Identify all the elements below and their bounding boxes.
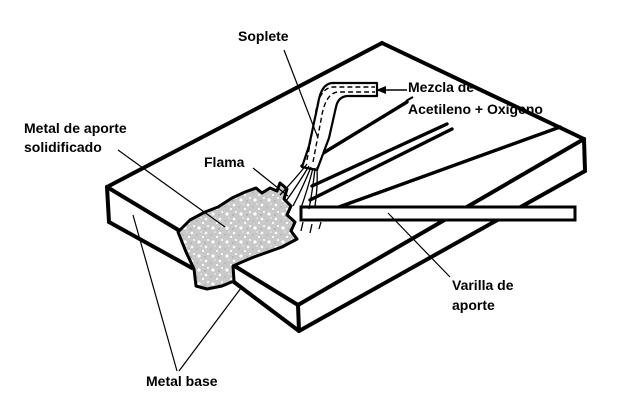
molten-drip-3 — [318, 221, 322, 230]
plate-front-right-face — [298, 139, 585, 331]
filler-rod — [299, 205, 577, 222]
plate-edge-front-left-a — [105, 185, 182, 233]
groove-line-2 — [310, 122, 449, 188]
stray-accent-mark — [405, 96, 414, 102]
flame-line-6 — [314, 166, 318, 207]
plate-edge-right-vertical — [582, 137, 587, 173]
weld-bead — [176, 181, 299, 291]
label-soplete: Soplete — [238, 28, 289, 44]
flame-line-3 — [292, 166, 312, 207]
molten-drip-1 — [300, 221, 304, 232]
label-mezcla-line2: Acetileno + Oxígeno — [408, 101, 543, 117]
soplete-leader-line — [283, 49, 319, 139]
plate-edge-left-vertical — [105, 185, 111, 224]
torch-dashed-line-2 — [312, 91, 375, 163]
label-varilla-line2: aporte — [452, 297, 495, 313]
flame-line-5 — [308, 167, 316, 210]
plate-edge-bottom-left-b — [232, 280, 301, 333]
plate-edge-back-right — [380, 41, 586, 141]
torch — [300, 81, 379, 172]
groove-line-4 — [312, 125, 562, 218]
label-mezcla-line1: Mezcla de — [408, 79, 474, 95]
arrow-left-icon — [376, 86, 386, 94]
flama-leader-line — [252, 167, 289, 197]
metal-aporte-leader-line — [117, 149, 226, 228]
plate-edge-front-vertical — [296, 303, 301, 333]
plate-edges — [105, 41, 587, 333]
flame-line-2 — [285, 165, 310, 202]
label-metal-aporte-line1: Metal de aporte — [24, 120, 127, 136]
flame-line-4 — [300, 167, 314, 209]
plate-edge-back-left — [105, 41, 384, 189]
torch-dashed-line-1 — [306, 86, 375, 161]
metal-base-leader-line-1 — [132, 214, 178, 372]
groove-line-3 — [308, 127, 454, 202]
diagram-labels: Soplete Mezcla de Acetileno + Oxígeno Me… — [24, 28, 543, 389]
label-varilla-line1: Varilla de — [452, 277, 514, 293]
plate-edge-front-left-b — [231, 263, 300, 307]
plate-edge-front-right — [296, 137, 586, 307]
metal-base-leader-line-2 — [178, 287, 242, 372]
varilla-leader-line — [387, 212, 451, 278]
label-metal-base: Metal base — [146, 373, 218, 389]
label-metal-aporte-line2: solidificado — [24, 139, 102, 155]
mezcla-arrow — [376, 86, 407, 94]
leader-lines — [117, 49, 451, 372]
plate-edge-bottom-right — [297, 169, 587, 333]
label-flama: Flama — [204, 154, 245, 170]
molten-drip-2 — [309, 223, 313, 234]
torch-inner-dashed-lines — [306, 86, 375, 163]
plate-edge-bottom-left-a — [107, 220, 194, 270]
